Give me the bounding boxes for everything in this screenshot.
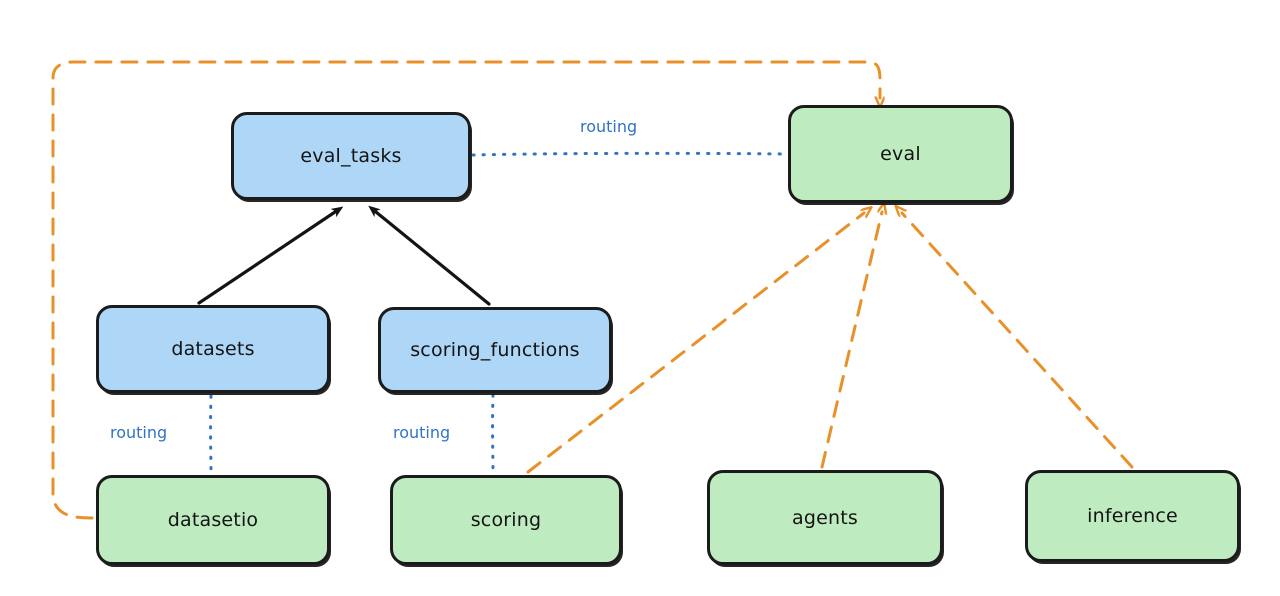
node-label-eval-tasks: eval_tasks xyxy=(300,145,402,167)
edge-datasetio-to-eval xyxy=(51,60,880,520)
edge-scoring-to-eval xyxy=(526,213,864,474)
edge-eval-tasks-to-eval xyxy=(471,151,787,157)
edge-inference-to-eval xyxy=(902,213,1134,469)
node-scoring[interactable]: scoring xyxy=(390,475,622,565)
node-eval-tasks[interactable]: eval_tasks xyxy=(231,112,471,200)
edge-datasets-to-eval-tasks xyxy=(197,206,344,305)
edge-agents-to-eval xyxy=(820,212,882,469)
node-label-datasetio: datasetio xyxy=(167,509,259,531)
node-datasets[interactable]: datasets xyxy=(96,305,330,393)
node-label-eval: eval xyxy=(880,143,921,165)
edge-label-scoring-functions-routing: routing xyxy=(393,423,451,442)
node-eval[interactable]: eval xyxy=(788,105,1013,203)
node-label-agents: agents xyxy=(792,506,858,529)
node-agents[interactable]: agents xyxy=(707,470,943,565)
node-label-inference: inference xyxy=(1087,505,1178,527)
node-label-datasets: datasets xyxy=(171,338,255,360)
node-datasetio[interactable]: datasetio xyxy=(96,475,330,565)
edge-scoring-functions-to-eval-tasks xyxy=(368,205,491,306)
edge-label-eval-tasks-routing: routing xyxy=(580,117,638,136)
node-label-scoring-functions: scoring_functions xyxy=(410,339,580,361)
edge-label-datasets-routing: routing xyxy=(110,423,168,442)
node-label-scoring: scoring xyxy=(470,509,542,531)
node-scoring-functions[interactable]: scoring_functions xyxy=(378,307,612,393)
node-inference[interactable]: inference xyxy=(1025,470,1240,562)
